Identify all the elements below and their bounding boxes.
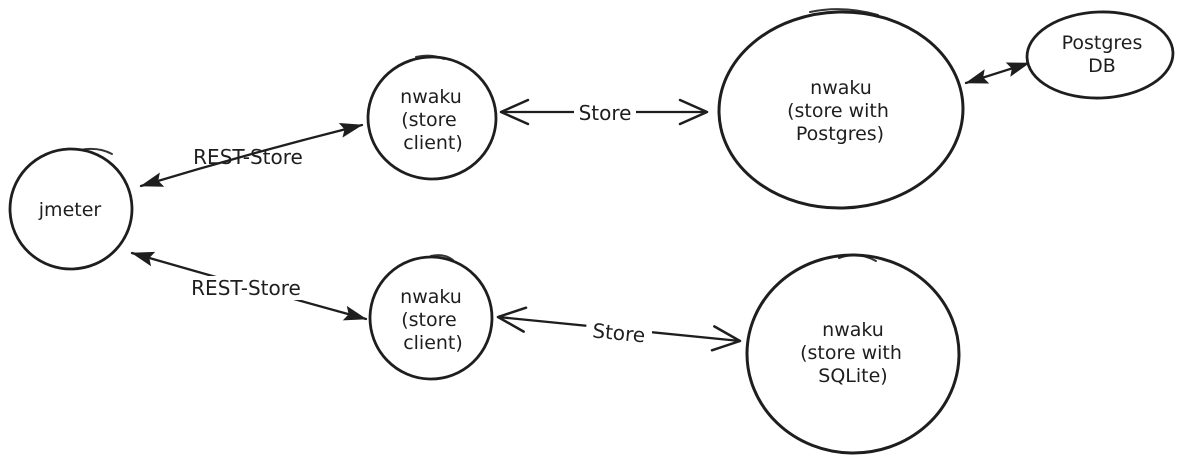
node-nwaku-store-postgres-label-line3: Postgres) xyxy=(796,123,884,145)
edge-label-store-bottom: Store xyxy=(591,319,646,348)
node-jmeter[interactable]: jmeter xyxy=(8,147,134,271)
edge-store-top[interactable]: Store xyxy=(499,98,709,126)
node-jmeter-sketch-accent xyxy=(79,147,113,155)
edge-label-rest-store-bottom: REST-Store xyxy=(191,276,301,300)
edge-line-rest-store-top[interactable] xyxy=(139,123,364,188)
edge-label-bg-store-top xyxy=(574,98,636,124)
node-jmeter-label: jmeter xyxy=(38,199,102,221)
edge-label-store-top: Store xyxy=(579,101,632,125)
node-nwaku-store-client-bottom-label-line2: (store xyxy=(401,309,456,331)
node-nwaku-store-client-bottom-shape[interactable] xyxy=(368,255,494,381)
node-postgres-db[interactable]: Postgres DB xyxy=(1025,9,1175,100)
node-nwaku-store-client-top-label-line3: client) xyxy=(403,132,463,154)
edge-label-bg-rest-store-bottom xyxy=(182,276,312,300)
node-postgres-db-label-line2: DB xyxy=(1088,55,1116,77)
edge-store-bottom[interactable]: Store xyxy=(496,306,742,352)
edge-rest-store-bottom[interactable]: REST-Store xyxy=(130,251,368,321)
node-nwaku-store-client-bottom-label-line1: nwaku xyxy=(400,286,462,308)
node-nwaku-store-client-top-sketch-accent xyxy=(415,54,445,60)
node-nwaku-store-postgres-shape[interactable] xyxy=(716,9,965,211)
node-postgres-db-shape[interactable] xyxy=(1025,9,1175,100)
node-nwaku-store-sqlite-sketch-accent xyxy=(838,254,877,262)
node-nwaku-store-client-top[interactable]: nwaku (store client) xyxy=(366,54,498,181)
node-nwaku-store-client-bottom[interactable]: nwaku (store client) xyxy=(368,254,494,381)
node-nwaku-store-sqlite[interactable]: nwaku (store with SQLite) xyxy=(745,253,961,455)
node-nwaku-store-sqlite-label-line3: SQLite) xyxy=(818,365,887,387)
edge-db-link[interactable] xyxy=(964,61,1031,85)
node-nwaku-store-postgres-label-line1: nwaku xyxy=(810,77,872,99)
node-nwaku-store-client-top-label-line1: nwaku xyxy=(400,86,462,108)
edge-line-db-link[interactable] xyxy=(964,61,1031,85)
edge-label-bg-store-bottom xyxy=(584,314,654,348)
node-nwaku-store-sqlite-label-line2: (store with xyxy=(800,342,902,364)
edge-label-rest-store-top: REST-Store xyxy=(193,145,303,169)
node-nwaku-store-postgres-label-line2: (store with xyxy=(787,100,889,122)
node-nwaku-store-postgres[interactable]: nwaku (store with Postgres) xyxy=(716,8,965,211)
node-nwaku-store-postgres-sketch-accent xyxy=(809,8,879,16)
edge-rest-store-top[interactable]: REST-Store xyxy=(139,123,364,188)
node-jmeter-shape[interactable] xyxy=(8,147,134,271)
node-postgres-db-label-line1: Postgres xyxy=(1062,32,1143,54)
node-nwaku-store-sqlite-label-line1: nwaku xyxy=(822,319,884,341)
node-nwaku-store-client-bottom-label-line3: client) xyxy=(403,332,463,354)
node-nwaku-store-client-top-label-line2: (store xyxy=(401,109,456,131)
node-nwaku-store-client-bottom-sketch-accent xyxy=(430,254,454,261)
